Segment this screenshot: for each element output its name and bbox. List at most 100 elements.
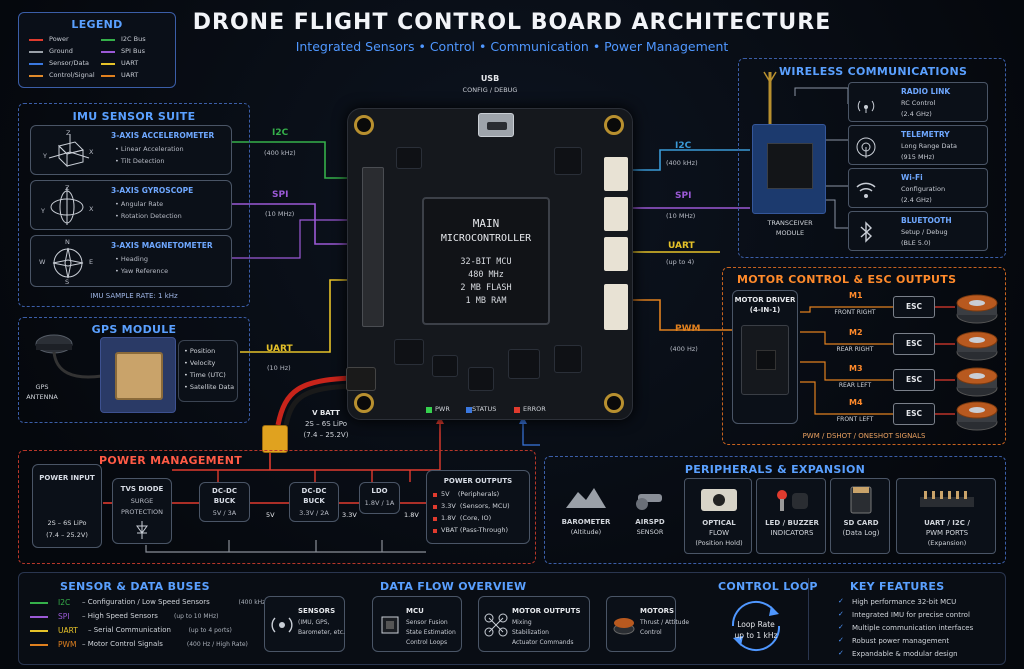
ldo-label: LDO bbox=[371, 487, 388, 495]
motor-position-label: REAR RIGHT bbox=[836, 346, 874, 353]
accelerometer-card: Z X Y 3-AXIS ACCELEROMETER • Linear Acce… bbox=[30, 125, 232, 175]
telemetry-icon bbox=[855, 134, 877, 164]
flow-step-line: Actuator Commands bbox=[512, 639, 574, 646]
i2c-right-wire bbox=[632, 149, 750, 171]
axis-z-label: Z bbox=[65, 184, 70, 192]
accelerometer-title: 3-AXIS ACCELEROMETER bbox=[111, 131, 215, 140]
legend-label: SPI Bus bbox=[121, 47, 145, 55]
motor-position-label: REAR LEFT bbox=[838, 382, 872, 389]
i2c-right-rate: (400 kHz) bbox=[666, 159, 698, 167]
gps-antenna-icon bbox=[35, 334, 103, 379]
led-buzzer-icon bbox=[770, 485, 814, 519]
barometer-icon bbox=[564, 484, 608, 518]
loop-title: CONTROL LOOP bbox=[718, 580, 818, 593]
rail-33v-label: 3.3V bbox=[342, 511, 357, 519]
mount-hole bbox=[604, 393, 624, 413]
motor-driver-sub: (4-IN-1) bbox=[749, 306, 781, 314]
uart-right-rate: (up to 4) bbox=[666, 258, 695, 266]
flow-step-line: State Estimation bbox=[406, 629, 456, 636]
check-icon: ✓ bbox=[838, 649, 844, 657]
motor-footer: PWM / DSHOT / ONESHOT SIGNALS bbox=[802, 432, 926, 440]
magnetometer-line2: • Yaw Reference bbox=[115, 267, 169, 275]
spi-connector[interactable] bbox=[604, 197, 628, 231]
uart-connector[interactable] bbox=[604, 237, 628, 271]
motor-position-label: FRONT LEFT bbox=[836, 416, 874, 423]
accelerometer-icon bbox=[48, 134, 90, 168]
esc-box: ESC bbox=[893, 403, 935, 425]
mcu-icon bbox=[378, 613, 402, 641]
buck-33v-box: DC-DC BUCK 3.3V / 2A bbox=[289, 482, 339, 522]
vbatt-label: V BATT bbox=[312, 409, 340, 417]
gyroscope-line2: • Rotation Detection bbox=[115, 212, 182, 220]
pwr-led bbox=[426, 407, 432, 413]
battery-connector[interactable] bbox=[346, 367, 376, 391]
mcu-spec-1: 32-BIT MCU bbox=[460, 257, 512, 267]
wireless-card-line2: (BLE 5.0) bbox=[901, 239, 931, 247]
check-icon: ✓ bbox=[838, 610, 844, 618]
usb-port[interactable] bbox=[478, 113, 514, 137]
bus-swatch bbox=[30, 644, 48, 646]
status-led bbox=[466, 407, 472, 413]
bus-swatch bbox=[30, 602, 48, 604]
buck-5v-label: DC-DC bbox=[212, 487, 237, 495]
peripheral-label: (Data Log) bbox=[842, 529, 880, 537]
legend-label: Power bbox=[49, 35, 69, 43]
motor-icon bbox=[612, 613, 636, 641]
accelerometer-line2: • Tilt Detection bbox=[115, 157, 165, 165]
power-input-range: 2S – 6S LiPo bbox=[47, 519, 87, 527]
motor-section: MOTOR CONTROL & ESC OUTPUTS PWM / DSHOT … bbox=[722, 267, 1006, 445]
bus-desc: – High Speed Sensors bbox=[82, 612, 158, 620]
motor-driver-box: MOTOR DRIVER (4-IN-1) bbox=[732, 290, 798, 424]
gps-item: • Position bbox=[184, 347, 216, 355]
buck-33v-label-2: BUCK bbox=[303, 497, 325, 505]
peripheral-label: SD CARD bbox=[843, 519, 879, 527]
esc-label: ESC bbox=[905, 409, 923, 418]
power-input-voltage: (7.4 – 25.2V) bbox=[46, 531, 88, 539]
buck-33v-rating: 3.3V / 2A bbox=[299, 509, 329, 517]
magnetometer-line1: • Heading bbox=[115, 255, 148, 263]
peripheral-label: LED / BUZZER bbox=[765, 519, 819, 527]
esc-box: ESC bbox=[893, 296, 935, 318]
wireless-card-line2: (915 MHz) bbox=[901, 153, 935, 161]
uart-left-label: UART bbox=[266, 344, 293, 354]
bus-note: (up to 10 MHz) bbox=[174, 613, 219, 620]
wireless-card-title: RADIO LINK bbox=[901, 87, 951, 96]
i2c-connector[interactable] bbox=[604, 157, 628, 191]
usb-sub-label: CONFIG / DEBUG bbox=[462, 86, 518, 94]
legend-label: Ground bbox=[49, 47, 73, 55]
buck-5v-rating: 5V / 3A bbox=[212, 509, 237, 517]
error-led-label: ERROR bbox=[523, 405, 546, 413]
esc-box: ESC bbox=[893, 369, 935, 391]
diode-icon bbox=[136, 521, 148, 539]
wifi-icon bbox=[855, 177, 877, 207]
transceiver-chip bbox=[767, 143, 813, 189]
error-led bbox=[514, 407, 520, 413]
peripheral-label: AIRSPD bbox=[635, 518, 665, 526]
motor-id-label: M2 bbox=[849, 328, 863, 337]
wireless-card-title: TELEMETRY bbox=[901, 130, 950, 139]
flow-step-line: Control Loops bbox=[406, 639, 448, 646]
radio-link-icon bbox=[855, 91, 877, 121]
xt60-connector bbox=[262, 425, 288, 453]
power-outputs-title: POWER OUTPUTS bbox=[443, 477, 513, 485]
power-section: POWER MANAGEMENT bbox=[18, 450, 536, 564]
peripherals-section: PERIPHERALS & EXPANSION bbox=[544, 456, 1006, 564]
bus-name: UART bbox=[58, 626, 78, 635]
axis-y-label: Y bbox=[41, 207, 45, 215]
esc-label: ESC bbox=[905, 302, 923, 311]
feature-item: Robust power management bbox=[852, 637, 950, 645]
pwm-connector[interactable] bbox=[604, 284, 628, 330]
motor-id-label: M1 bbox=[849, 291, 863, 300]
wireless-card-line2: (2.4 GHz) bbox=[901, 196, 932, 204]
power-output-bullet bbox=[433, 505, 437, 509]
loop-rate-value: up to 1 kHz bbox=[734, 631, 778, 640]
feature-item: Integrated IMU for precise control bbox=[852, 611, 970, 619]
gps-items-box: • Position• Velocity• Time (UTC)• Satell… bbox=[178, 340, 238, 402]
spi-left-wire-2 bbox=[232, 219, 360, 259]
peripheral-label: INDICATORS bbox=[770, 529, 814, 537]
